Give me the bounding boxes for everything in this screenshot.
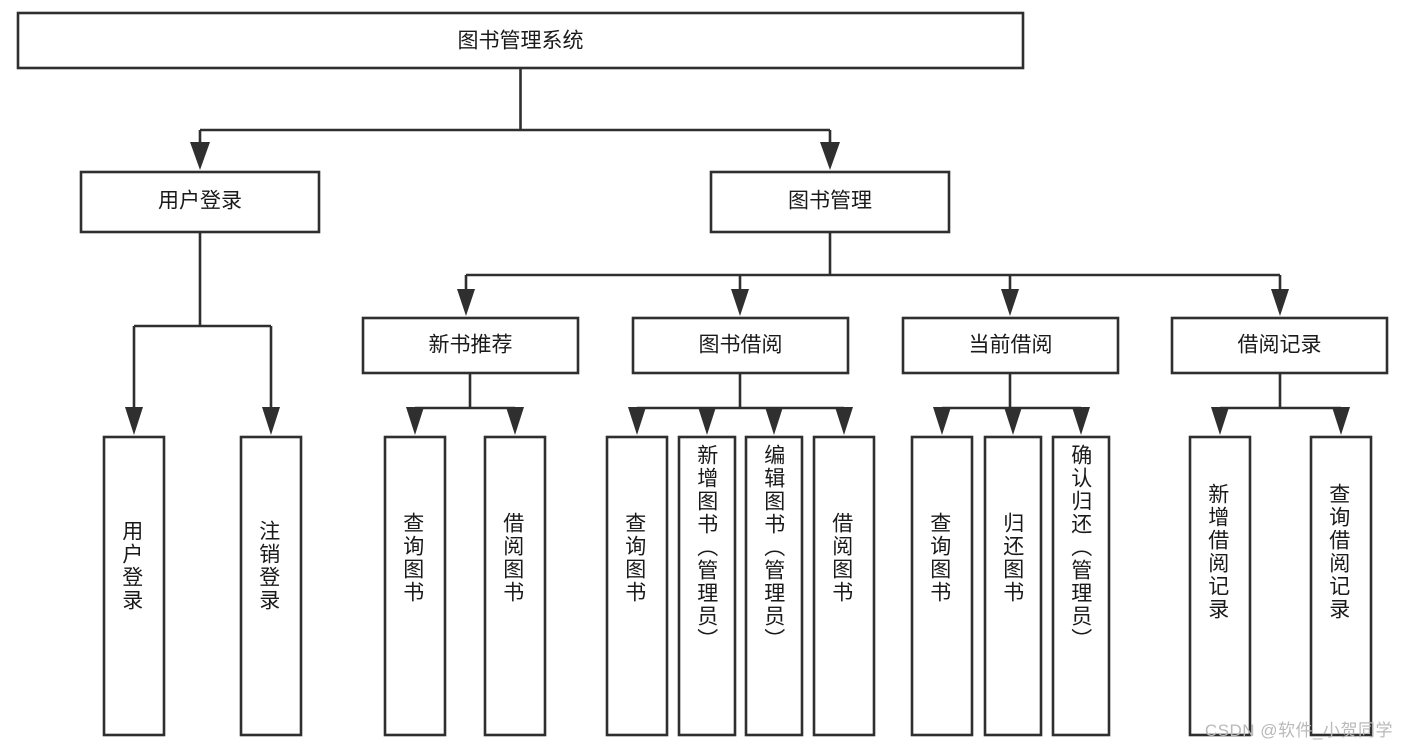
arrow-root-to-user-login [190, 142, 210, 170]
node-label-root: 图书管理系统 [458, 30, 584, 53]
node-box-current-borrow[interactable] [901, 316, 1120, 375]
node-label-user-login: 用户登录 [158, 190, 242, 213]
arrow-new-book-leaf-2 [506, 407, 524, 435]
node-label-current-borrow: 当前借阅 [969, 334, 1053, 357]
node-box-leaf-return-book[interactable] [983, 435, 1043, 737]
arrow-book-manage-to-new-book [457, 289, 475, 316]
arrow-book-borrow-leaf-1 [628, 407, 646, 435]
arrow-book-manage-to-borrow-record [1271, 289, 1289, 316]
node-box-leaf-borrow-book-2[interactable] [812, 435, 876, 737]
node-box-leaf-borrow-book-1[interactable] [483, 435, 547, 737]
arrow-current-borrow-leaf-1 [933, 407, 951, 435]
node-box-leaf-add-record[interactable] [1188, 435, 1252, 737]
arrow-borrow-record-leaf-2 [1332, 407, 1350, 435]
node-box-leaf-query-book-2[interactable] [605, 435, 669, 737]
node-box-borrow-record[interactable] [1170, 316, 1389, 375]
node-box-root[interactable] [16, 11, 1025, 70]
node-box-new-book-recommend[interactable] [361, 316, 580, 375]
node-label-borrow-record: 借阅记录 [1238, 334, 1322, 357]
arrow-book-manage-to-current-borrow [1001, 289, 1019, 316]
node-box-leaf-add-book[interactable] [677, 435, 737, 737]
node-layer: 图书管理系统 用户登录 图书管理 新书推荐 图书借阅 当前借阅 借阅记录 [16, 11, 1389, 737]
arrow-book-borrow-leaf-3 [765, 407, 783, 435]
node-label-book-borrow: 图书借阅 [699, 334, 783, 357]
arrow-borrow-record-leaf-1 [1211, 407, 1229, 435]
node-box-leaf-user-login[interactable] [102, 435, 166, 737]
node-box-leaf-edit-book[interactable] [744, 435, 804, 737]
node-box-leaf-query-record[interactable] [1309, 435, 1373, 737]
arrow-current-borrow-leaf-2 [1004, 407, 1022, 435]
arrow-book-manage-to-book-borrow [731, 289, 749, 316]
node-box-leaf-logout[interactable] [239, 435, 303, 737]
node-box-leaf-query-book-3[interactable] [910, 435, 974, 737]
arrow-user-login-leaf-2 [262, 407, 280, 435]
arrow-current-borrow-leaf-3 [1072, 407, 1090, 435]
edge-layer [125, 68, 1350, 435]
arrow-root-to-book-manage [820, 142, 840, 170]
node-label-new-book-recommend: 新书推荐 [429, 334, 513, 357]
node-box-book-manage[interactable] [709, 170, 951, 234]
node-box-leaf-query-book-1[interactable] [383, 435, 447, 737]
arrow-book-borrow-leaf-2 [698, 407, 716, 435]
node-box-leaf-confirm-return[interactable] [1051, 435, 1111, 737]
arrow-user-login-leaf-1 [125, 407, 143, 435]
node-box-user-login[interactable] [79, 170, 321, 234]
node-box-book-borrow[interactable] [631, 316, 850, 375]
node-label-book-manage: 图书管理 [788, 190, 872, 213]
csdn-watermark: CSDN @软件_小贺同学 [1204, 721, 1393, 740]
arrow-book-borrow-leaf-4 [835, 407, 853, 435]
arrow-new-book-leaf-1 [406, 407, 424, 435]
